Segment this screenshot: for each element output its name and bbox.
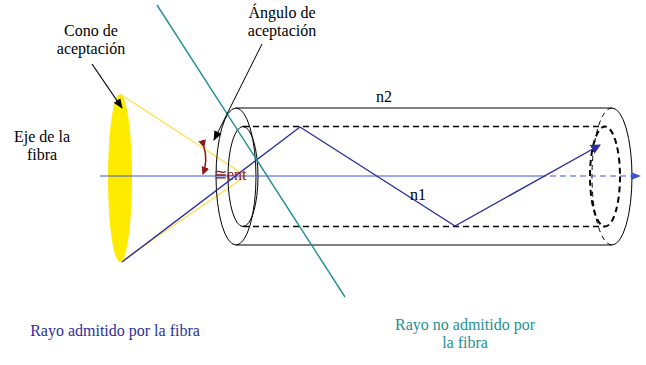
angle-arc	[203, 147, 206, 174]
fiber-axis	[100, 175, 540, 176]
axis-label: Eje de la fibra	[4, 128, 80, 164]
rejected-ray	[157, 5, 345, 297]
fiber-axis	[540, 175, 640, 176]
cladding-edge	[236, 245, 612, 246]
refractive-index: n1	[410, 186, 440, 204]
leader-line	[92, 64, 122, 108]
admitted-ray-label: Rayo admitido por la fibra	[20, 322, 210, 340]
admitted-ray	[122, 127, 600, 262]
refractive-index: n2	[376, 88, 406, 106]
core-boundary	[243, 126, 605, 127]
leader-line	[214, 44, 262, 140]
cone-edge	[120, 94, 246, 176]
angle-symbol: ≅ent	[214, 166, 254, 184]
acceptance-cone-base	[108, 94, 132, 262]
core-boundary	[243, 226, 605, 227]
cladding-edge	[236, 108, 612, 109]
cone-label: Cono de aceptación	[48, 22, 134, 58]
angle-label: Ángulo de aceptación	[232, 4, 332, 40]
rejected-ray-label: Rayo no admitido por la fibra	[390, 316, 540, 352]
